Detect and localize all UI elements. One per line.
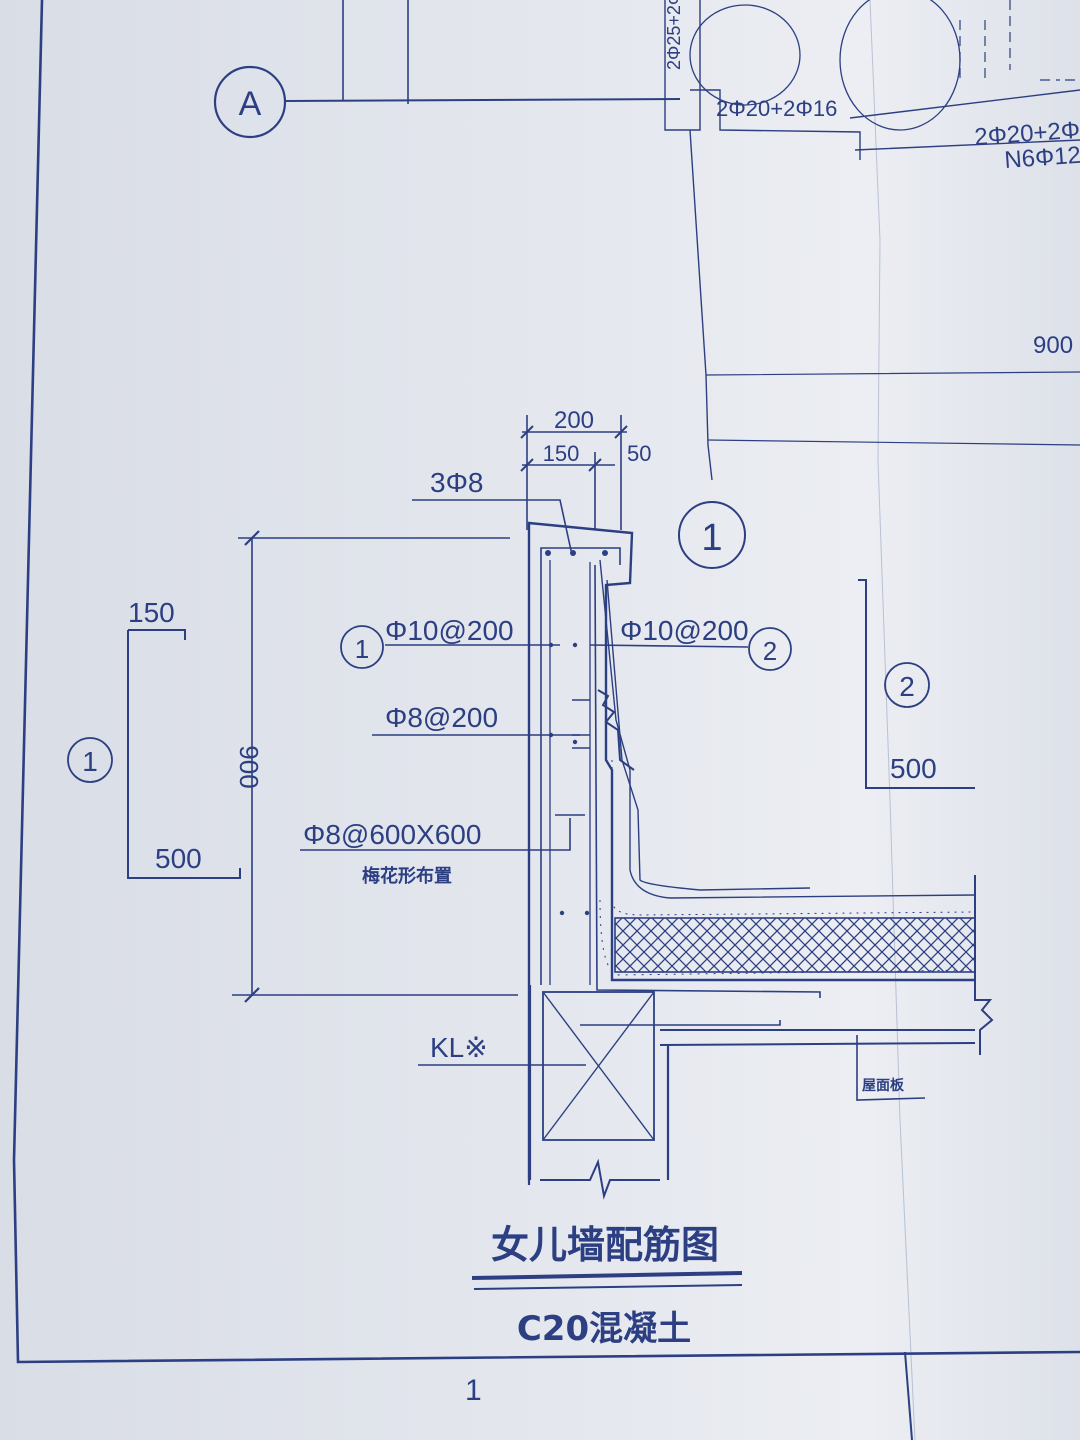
page-number: 1 [465,1374,482,1407]
drawing-material: C20混凝土 [517,1309,691,1349]
top-fragment-rebar-2: 2Φ20+2Φ16 [716,96,837,121]
bar-shape-2: 500 2 [858,579,975,789]
callouts: 3Φ8 1 Φ10@200 2 Φ10@200 Φ8@200 Φ8@600X60… [300,467,926,1101]
page-fold [869,0,916,1440]
title-block: 女儿墙配筋图 C20混凝土 [471,1223,743,1349]
dim-parapet-height: 900 [234,745,264,788]
height-dimension: 900 [232,530,518,1003]
callout-tie-note: 梅花形布置 [362,865,452,887]
callout-roof-slab: 屋面板 [862,1077,905,1094]
parapet-wall [527,521,994,1200]
callout-top-bars: 3Φ8 [430,467,483,498]
callout-bar1-marker: 1 [355,634,369,664]
top-fragment-rebar-4: N6Φ12 [1004,142,1080,174]
dim-total-width: 200 [554,407,594,434]
grid-axis-label: A [239,85,262,123]
bar2-marker: 2 [899,671,915,702]
callout-tie-bars: Φ8@600X600 [303,819,481,850]
top-dimensions: 200 150 50 [520,407,651,530]
top-plan-fragment: A 2Φ25+2Φ 2Φ20+2Φ16 2Φ20+2Φ N6Φ12 900 [213,0,1080,481]
callout-bar2-marker: 2 [763,636,777,666]
dim-inner-width: 150 [543,441,580,466]
section-marker: 1 [701,517,722,559]
callout-bar1-spec: Φ10@200 [385,615,514,646]
bar1-marker: 1 [82,746,98,777]
bar1-bottom-leg: 500 [155,843,202,874]
sheet-border [12,0,1080,1364]
drawing-title: 女儿墙配筋图 [491,1223,719,1267]
bar-shape-1: 150 500 1 [67,597,241,879]
dim-cap-offset: 50 [627,441,651,466]
bar1-top-leg: 150 [128,597,175,628]
grid-axis-bubble [213,65,287,139]
callout-horizontal-bars: Φ8@200 [385,702,498,733]
top-fragment-rebar-1: 2Φ25+2Φ [664,0,684,70]
top-edge-dimension: 900 [1033,332,1073,359]
callout-beam: KL※ [430,1032,488,1063]
callout-bar2-spec: Φ10@200 [620,615,749,646]
section-marker-circle [678,501,746,569]
sheet-border-right [904,1351,913,1440]
bar2-leg: 500 [890,753,937,784]
